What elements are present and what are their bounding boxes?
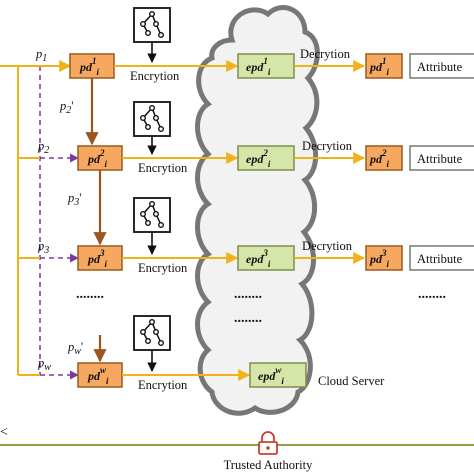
decryption-label: Decrytion — [300, 47, 351, 61]
pd-box — [77, 145, 123, 171]
tree-icon-node — [157, 32, 164, 39]
lock-icon — [258, 431, 278, 455]
tree-icon-node — [139, 21, 146, 28]
epd-box — [237, 145, 295, 171]
tree-icon-node — [152, 21, 159, 28]
right-pd-box — [365, 245, 403, 271]
tree-icon-node — [139, 329, 146, 336]
tree-icon-node — [148, 10, 155, 17]
ellipsis-right: ........ — [418, 287, 446, 302]
right-pd-box — [365, 53, 403, 79]
pd-label: pd1i — [79, 56, 100, 77]
attribute-box — [409, 245, 474, 271]
epd-box — [237, 245, 295, 271]
decryption-label: Decrytion — [302, 139, 353, 153]
ellipsis-left: ........ — [76, 287, 104, 302]
right-pd-box — [365, 145, 403, 171]
trusted-authority-label: Trusted Authority — [224, 458, 314, 472]
tree-icon-node — [152, 329, 159, 336]
cloud-server-shape — [195, 5, 320, 416]
right-pd-label: pd2i — [369, 148, 390, 169]
decryption-label: Decrytion — [302, 239, 353, 253]
attribute-label: Attribute — [417, 60, 463, 74]
epd-box — [249, 362, 307, 388]
encryption-label: Encrytion — [130, 69, 180, 83]
tree-icon-node — [152, 210, 159, 217]
attribute-box — [409, 145, 474, 171]
right-pd-label: pd1i — [369, 56, 390, 77]
epd-label: epd1i — [246, 56, 271, 77]
tree-icon-node — [144, 123, 151, 130]
tree-icon-node — [139, 114, 146, 121]
cloud-server-label: Cloud Server — [318, 374, 385, 388]
encryption-label: Encrytion — [138, 161, 188, 175]
tree-icon-node — [157, 221, 164, 228]
tree-icon-node — [157, 125, 164, 132]
right-pd-label: pd3i — [369, 248, 390, 269]
ellipsis-cloud-2: ........ — [234, 311, 262, 326]
tree-icon-node — [148, 104, 155, 111]
pd-label: pd2i — [87, 148, 108, 169]
p-prime-label: p3' — [67, 191, 82, 208]
attribute-box — [409, 53, 474, 79]
pd-label: pdwi — [87, 365, 109, 386]
tree-icon-node — [144, 338, 151, 345]
pd-label: pd3i — [87, 248, 108, 269]
p-prime-label: p2' — [59, 99, 74, 116]
tree-icon-node — [139, 210, 146, 217]
attribute-label: Attribute — [417, 252, 463, 266]
tree-icon-node — [148, 200, 155, 207]
ellipsis-cloud-1: ........ — [234, 287, 262, 302]
p-prime-label: pw' — [67, 340, 83, 357]
tree-icon-node — [148, 319, 155, 326]
partial-glyph: < — [0, 425, 8, 440]
epd-label: epdwi — [258, 365, 284, 386]
tree-icon-node — [144, 219, 151, 226]
p-label: p2 — [37, 139, 49, 156]
encryption-label: Encrytion — [138, 261, 188, 275]
epd-label: epd2i — [246, 148, 271, 169]
tree-icon-node — [157, 340, 164, 347]
p-label: p1 — [35, 47, 47, 64]
encryption-label: Encrytion — [138, 378, 188, 392]
tree-icon-node — [144, 30, 151, 37]
epd-label: epd3i — [246, 248, 271, 269]
attribute-label: Attribute — [417, 152, 463, 166]
p-label: pw — [37, 356, 51, 373]
tree-icon-node — [152, 114, 159, 121]
p-label: p3 — [37, 239, 49, 256]
